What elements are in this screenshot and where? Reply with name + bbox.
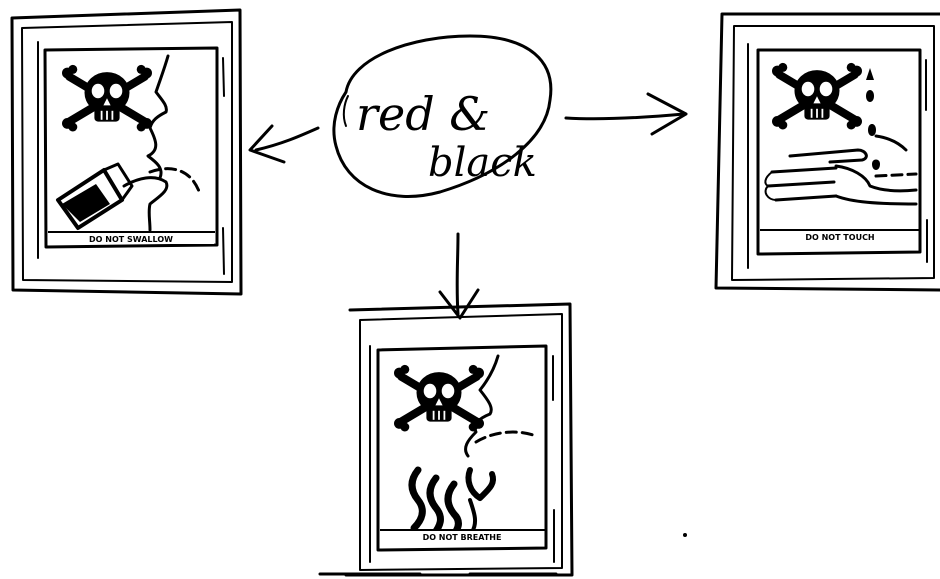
fumes-icon	[412, 470, 493, 536]
hand-icon	[765, 150, 916, 204]
poster-do-not-touch: DO NOT TOUCH	[716, 14, 940, 290]
poster-caption: DO NOT TOUCH	[805, 233, 874, 242]
skull-crossbones-icon	[772, 63, 862, 130]
arrow-right-icon	[566, 94, 686, 134]
color-note-bubble: red & black	[334, 36, 551, 196]
skull-crossbones-icon	[62, 65, 152, 132]
poster-do-not-breathe: DO NOT BREATHE	[320, 304, 572, 575]
arrow-left-icon	[250, 126, 318, 162]
poster-caption: DO NOT SWALLOW	[89, 235, 173, 244]
skull-crossbones-icon	[394, 365, 484, 432]
bottle-icon	[58, 164, 132, 228]
bubble-text-line2: black	[428, 140, 537, 186]
droplet-icons	[866, 68, 880, 170]
bubble-text-line1: red &	[356, 87, 490, 141]
poster-caption: DO NOT BREATHE	[423, 533, 502, 542]
stray-dot	[683, 533, 687, 537]
poster-do-not-swallow: DO NOT SWALLOW	[12, 10, 241, 294]
liquid-drip	[150, 169, 200, 194]
